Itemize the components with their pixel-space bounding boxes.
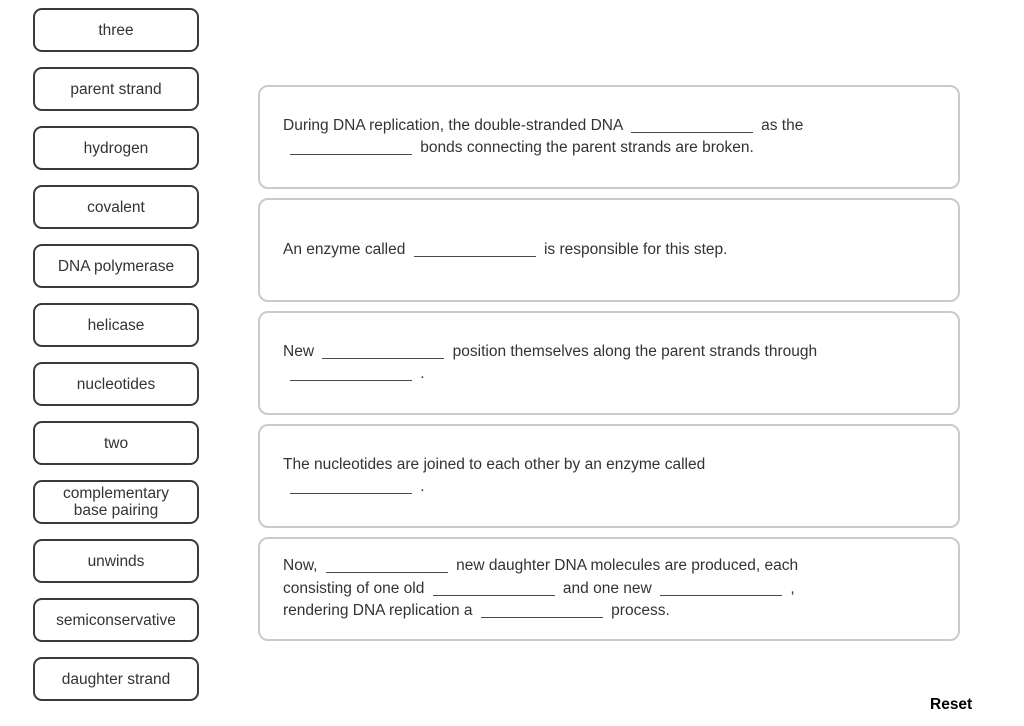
sentence-box: New position themselves along the parent… bbox=[258, 311, 960, 415]
word-tile[interactable]: helicase bbox=[33, 303, 199, 347]
sentence-line: consisting of one old and one new , bbox=[283, 579, 795, 597]
word-tile-label: hydrogen bbox=[83, 139, 149, 157]
sentence-list: During DNA replication, the double-stran… bbox=[258, 85, 960, 650]
sentence-line: An enzyme called is responsible for this… bbox=[283, 240, 728, 258]
word-tile-label: unwinds bbox=[87, 552, 145, 570]
sentence-line: Now, new daughter DNA molecules are prod… bbox=[283, 557, 799, 575]
word-tile[interactable]: daughter strand bbox=[33, 657, 199, 701]
word-tile[interactable]: parent strand bbox=[33, 67, 199, 111]
word-tile[interactable]: unwinds bbox=[33, 539, 199, 583]
word-tile-label: two bbox=[103, 434, 129, 452]
sentence-box: During DNA replication, the double-stran… bbox=[258, 85, 960, 189]
sentence-line: bonds connecting the parent strands are … bbox=[283, 137, 935, 160]
sentence-line: New position themselves along the parent… bbox=[283, 342, 818, 360]
word-tile-label: complementary base pairing bbox=[63, 485, 169, 519]
sentence-line: . bbox=[283, 476, 935, 499]
sentence-line: During DNA replication, the double-stran… bbox=[283, 116, 804, 134]
sentence-line: rendering DNA replication a process. bbox=[283, 602, 670, 620]
blank-slot[interactable] bbox=[480, 603, 603, 619]
word-tile-label: three bbox=[98, 21, 134, 39]
word-tile-label: daughter strand bbox=[61, 670, 171, 688]
sentence-box: Now, new daughter DNA molecules are prod… bbox=[258, 537, 960, 641]
blank-slot[interactable] bbox=[322, 344, 445, 359]
blank-slot[interactable] bbox=[660, 581, 783, 596]
blank-slot[interactable] bbox=[290, 140, 412, 155]
word-tile[interactable]: covalent bbox=[33, 185, 199, 229]
word-tile[interactable]: hydrogen bbox=[33, 126, 199, 170]
blank-slot[interactable] bbox=[432, 581, 555, 596]
word-tile-label: parent strand bbox=[70, 80, 162, 98]
blank-slot[interactable] bbox=[290, 479, 412, 494]
reset-button[interactable]: Reset bbox=[930, 696, 973, 713]
word-tile-label: covalent bbox=[87, 198, 145, 216]
blank-slot[interactable] bbox=[413, 242, 536, 257]
sentence-line: . bbox=[283, 363, 935, 386]
word-tile-label: nucleotides bbox=[76, 375, 156, 393]
blank-slot[interactable] bbox=[290, 366, 412, 381]
blank-slot[interactable] bbox=[325, 558, 448, 574]
word-tile[interactable]: DNA polymerase bbox=[33, 244, 199, 288]
word-tile-label: DNA polymerase bbox=[57, 257, 175, 275]
word-tile[interactable]: nucleotides bbox=[33, 362, 199, 406]
word-tile-label: helicase bbox=[87, 316, 145, 334]
sentence-line: The nucleotides are joined to each other… bbox=[283, 455, 706, 473]
blank-slot[interactable] bbox=[630, 118, 753, 133]
word-tile[interactable]: three bbox=[33, 8, 199, 52]
sentence-box: The nucleotides are joined to each other… bbox=[258, 424, 960, 528]
sentence-box: An enzyme called is responsible for this… bbox=[258, 198, 960, 302]
word-tile-label: semiconservative bbox=[56, 611, 176, 629]
word-tile[interactable]: semiconservative bbox=[33, 598, 199, 642]
word-tile[interactable]: complementary base pairing bbox=[33, 480, 199, 524]
word-tile[interactable]: two bbox=[33, 421, 199, 465]
